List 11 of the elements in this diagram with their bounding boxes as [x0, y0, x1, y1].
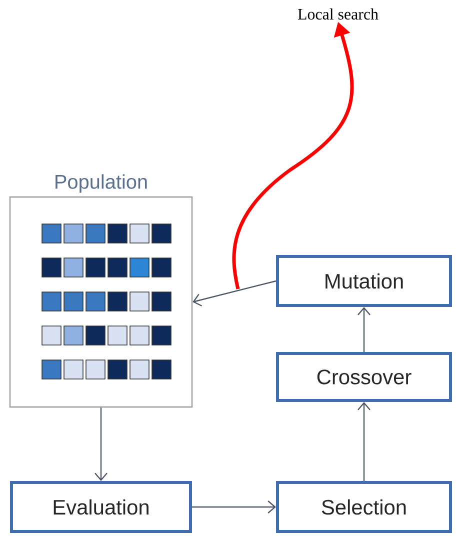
arrow: [192, 500, 276, 514]
arrow: [94, 408, 108, 481]
process-box: Selection: [276, 481, 452, 533]
arrow: [192, 280, 276, 306]
process-box: Crossover: [276, 352, 452, 402]
process-box: Mutation: [276, 255, 452, 307]
arrow: [358, 402, 370, 481]
annotation-text: Local search: [298, 8, 378, 20]
arrow: [358, 307, 370, 352]
heading: Population: [56, 174, 147, 193]
process-box: Evaluation: [10, 481, 192, 533]
